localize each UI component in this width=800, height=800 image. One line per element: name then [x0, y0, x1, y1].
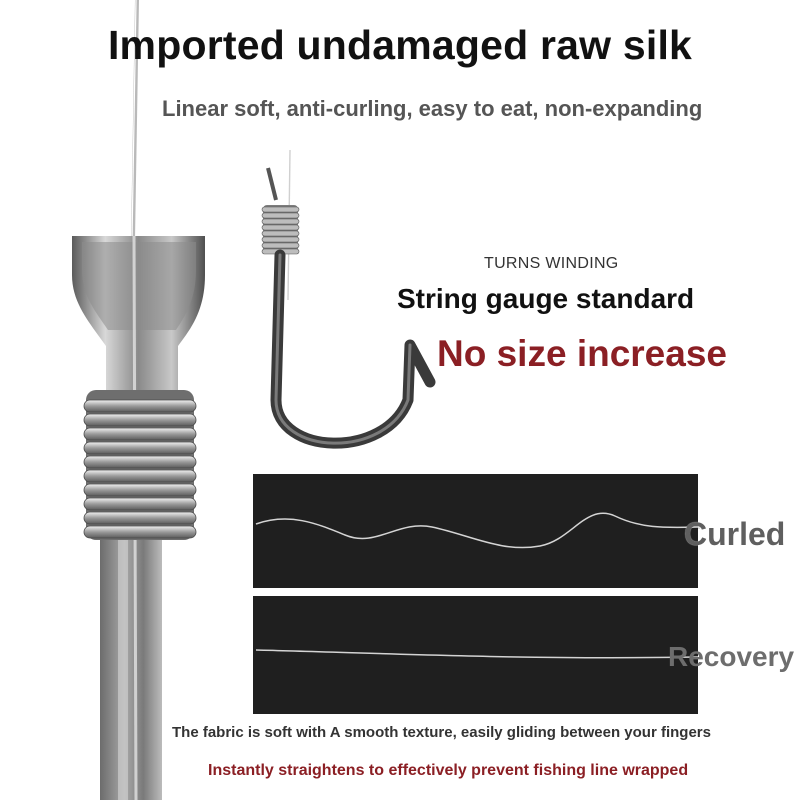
fishing-line-main	[131, 0, 139, 241]
big-hook-shank	[72, 235, 205, 800]
coil-ring	[83, 469, 197, 483]
coil-winding	[83, 390, 197, 540]
string-gauge-headline: String gauge standard	[397, 283, 695, 314]
recovery-panel	[253, 596, 698, 714]
coil-ring	[83, 413, 197, 427]
coil-ring	[83, 497, 197, 511]
coil-ring	[83, 441, 197, 455]
small-coil-ring	[261, 230, 300, 237]
small-coil-ring	[261, 206, 300, 213]
coil-ring	[83, 455, 197, 469]
footer-note-straightens: Instantly straightens to effectively pre…	[208, 762, 689, 779]
turns-winding-tagline: TURNS WINDING	[484, 255, 619, 272]
coil-ring	[83, 511, 197, 525]
coil-ring	[83, 427, 197, 441]
small-coil-ring	[261, 242, 300, 249]
curled-label: Curled	[684, 516, 786, 552]
coil-ring	[83, 483, 197, 497]
small-hook	[261, 149, 436, 449]
small-coil-ring	[261, 218, 300, 225]
small-coil-ring	[261, 236, 300, 243]
curled-line-overlay	[255, 512, 699, 549]
footer-note-soft: The fabric is soft with A smooth texture…	[172, 724, 711, 741]
page-subtitle: Linear soft, anti-curling, easy to eat, …	[162, 96, 703, 121]
curled-panel	[253, 474, 698, 588]
small-coil-ring	[261, 224, 300, 231]
small-coil-ring	[261, 212, 300, 219]
coil-ring	[83, 525, 197, 539]
page-title: Imported undamaged raw silk	[107, 22, 693, 68]
recovery-label: Recovery	[668, 641, 795, 672]
coil-ring	[83, 399, 197, 413]
straight-line-overlay	[255, 649, 699, 659]
no-size-increase-highlight: No size increase	[437, 333, 727, 374]
